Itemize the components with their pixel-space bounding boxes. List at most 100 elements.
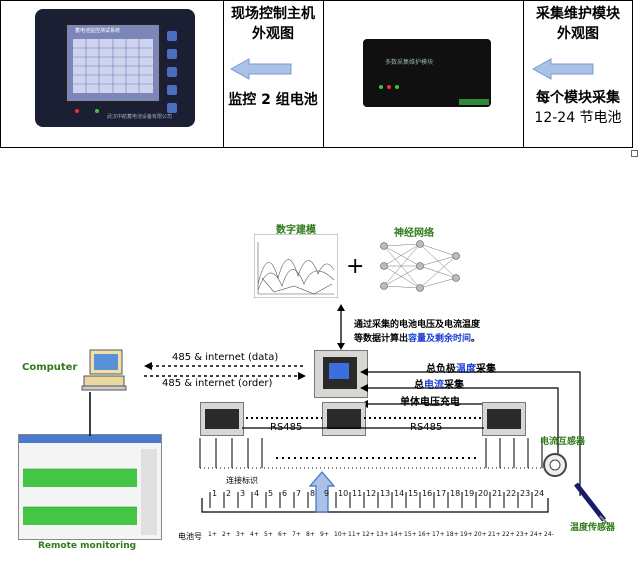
terminal-number: 16+ <box>418 531 431 538</box>
temp-sensor-icon <box>574 482 609 524</box>
cell-no-label: 电池号 <box>178 532 202 541</box>
cell-number: 5 <box>268 489 274 498</box>
host-button <box>167 67 177 77</box>
module-led <box>379 85 383 89</box>
host-note-desc: 监控 2 组电池 <box>228 92 318 108</box>
bus-label: 连接标识 <box>226 476 258 485</box>
calc-text-highlight: 容量及剩余时间 <box>408 334 472 344</box>
cell-number: 3 <box>240 489 246 498</box>
table-divider <box>323 1 324 147</box>
central-host-device <box>323 357 357 389</box>
module-photo-right <box>482 402 526 436</box>
cell-number: 24 <box>534 489 545 498</box>
terminal-number: 5+ <box>264 531 273 538</box>
neural-network-label: 神经网络 <box>394 228 434 239</box>
temp-sensor-label: 温度传感器 <box>570 523 616 533</box>
computer-icon <box>81 349 127 391</box>
module-device <box>205 409 239 429</box>
link-data-label: 485 & internet (data) <box>172 352 279 363</box>
remote-monitoring-screenshot <box>18 434 162 540</box>
calc-text-part: 等数据计算出 <box>354 334 409 344</box>
module-note-title: 采集维护模块 <box>536 6 620 22</box>
terminal-number: 7+ <box>292 531 301 538</box>
battery-string <box>199 438 549 513</box>
rs485-bus <box>242 417 484 429</box>
terminal-number: 1+ <box>208 531 217 538</box>
module-caption: 多数采集维护模块 <box>385 59 434 66</box>
collection-wiring <box>360 368 581 496</box>
current-transformer-icon <box>543 453 567 477</box>
cell-number: 11 <box>352 489 363 498</box>
cell-number: 13 <box>380 489 391 498</box>
terminal-number: 2+ <box>222 531 231 538</box>
terminal-number: 18+ <box>446 531 459 538</box>
host-screen-table <box>73 39 153 93</box>
cell-number: 6 <box>282 489 288 498</box>
calc-text-part: 。 <box>471 334 481 344</box>
neural-network-graph <box>380 240 460 292</box>
host-brand: 武汉中航蓄电池设备有限公司 <box>107 114 173 120</box>
cell-number: 15 <box>408 489 419 498</box>
terminal-number: 10+ <box>334 531 347 538</box>
control-host-photo: 蓄电池监控测试系统 武汉中航蓄电池设备有限公司 <box>35 9 195 127</box>
current-label-part: 采集 <box>444 380 464 391</box>
terminal-number: 12+ <box>362 531 375 538</box>
terminal-number: 6+ <box>278 531 287 538</box>
terminal-number: 22+ <box>502 531 515 538</box>
collection-module-photo: 多数采集维护模块 <box>363 39 491 107</box>
cell-number: 18 <box>450 489 461 498</box>
module-terminal <box>459 99 489 105</box>
cell-number: 9 <box>324 489 330 498</box>
module-led <box>395 85 399 89</box>
host-button <box>167 85 177 95</box>
computer-label: Computer <box>22 362 78 373</box>
current-transformer-label: 电流互感器 <box>540 437 586 447</box>
cell-number: 2 <box>226 489 232 498</box>
host-screen: 蓄电池监控测试系统 <box>65 23 161 103</box>
cell-voltage-label: 单体电压充电 <box>400 397 460 408</box>
host-led <box>95 109 99 113</box>
host-button <box>167 31 177 41</box>
link-arrows <box>144 362 306 380</box>
appearance-table: 蓄电池监控测试系统 武汉中航蓄电池设备有限公司 <box>0 0 633 148</box>
table-handle <box>631 150 638 157</box>
cell-number: 21 <box>492 489 503 498</box>
cell-number: 7 <box>296 489 302 498</box>
module-note-desc: 每个模块采集 <box>536 90 620 106</box>
updown-arrow-icon <box>337 304 345 350</box>
up-arrow-icon <box>308 471 336 513</box>
terminal-number: 15+ <box>404 531 417 538</box>
left-arrow-icon <box>531 58 594 80</box>
table-divider <box>223 1 224 147</box>
terminal-number: 8+ <box>306 531 315 538</box>
central-host-screen <box>329 363 349 379</box>
terminal-number: 13+ <box>376 531 389 538</box>
rs485-right-label: RS485 <box>410 422 443 433</box>
terminal-number: 4+ <box>250 531 259 538</box>
cell-number: 17 <box>436 489 447 498</box>
terminal-number: 9+ <box>320 531 329 538</box>
cell-number: 19 <box>464 489 475 498</box>
host-note-subtitle: 外观图 <box>252 26 294 42</box>
screen-grid <box>73 39 153 93</box>
monitoring-bars <box>23 449 157 535</box>
cell-number: 4 <box>254 489 260 498</box>
terminal-number: 21+ <box>488 531 501 538</box>
cell-number: 22 <box>506 489 517 498</box>
cell-number: 20 <box>478 489 489 498</box>
module-note-desc-2: 12-24 节电池 <box>534 110 622 126</box>
temp-label-part: 总负极 <box>426 364 456 375</box>
cell-number: 16 <box>422 489 433 498</box>
terminal-number: 24+ <box>530 531 543 538</box>
math-model-plot <box>254 234 338 298</box>
calculation-text-line2: 等数据计算出容量及剩余时间。 <box>354 331 480 344</box>
cell-number: 12 <box>366 489 377 498</box>
computer-link-line <box>89 392 91 436</box>
left-arrow-icon <box>229 58 292 80</box>
calculation-text-line1: 通过采集的电池电压及电流温度 <box>354 320 481 330</box>
terminal-number: 19+ <box>460 531 473 538</box>
host-button <box>167 103 177 113</box>
terminal-number: 17+ <box>432 531 445 538</box>
terminal-number: 3+ <box>236 531 245 538</box>
current-total-label: 总电流采集 <box>414 376 464 391</box>
